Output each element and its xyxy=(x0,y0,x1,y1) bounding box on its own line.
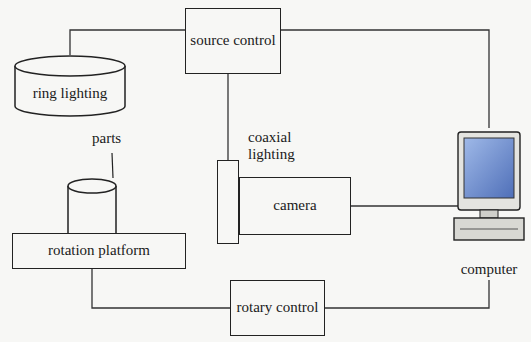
connector-wire xyxy=(325,280,489,308)
coaxial-light: coaxial lighting xyxy=(217,160,239,244)
connector-wire xyxy=(227,74,228,160)
part-name: parts xyxy=(92,130,121,147)
node-label: camera xyxy=(273,197,316,214)
computer-base xyxy=(454,218,524,240)
node-label: source control xyxy=(190,32,275,49)
computer-icon: computer xyxy=(450,128,528,278)
monitor-screen xyxy=(464,138,514,198)
node-label: rotation platform xyxy=(48,242,150,259)
ring-light: ring lighting xyxy=(14,55,126,117)
part-cylinder xyxy=(68,179,116,234)
node-label: ring lighting xyxy=(33,85,108,102)
node-label: coaxial lighting xyxy=(248,129,310,164)
cylinder-top xyxy=(15,56,125,76)
connector-wire xyxy=(70,30,185,55)
connector-wire xyxy=(281,30,489,128)
platform-box: rotation platform xyxy=(12,233,186,269)
control-box: source control xyxy=(185,8,281,74)
connector-wire xyxy=(351,205,458,206)
node-label: rotary control xyxy=(236,299,318,316)
monitor-case xyxy=(458,132,520,210)
computer-drawing xyxy=(450,128,528,278)
connector-wire xyxy=(92,269,230,308)
control-box: rotary control xyxy=(230,280,325,336)
node-label: computer xyxy=(461,261,518,278)
leader-line xyxy=(112,153,113,178)
camera-box: camera xyxy=(239,177,351,235)
monitor-neck xyxy=(480,210,498,218)
drive-slot xyxy=(460,229,518,230)
